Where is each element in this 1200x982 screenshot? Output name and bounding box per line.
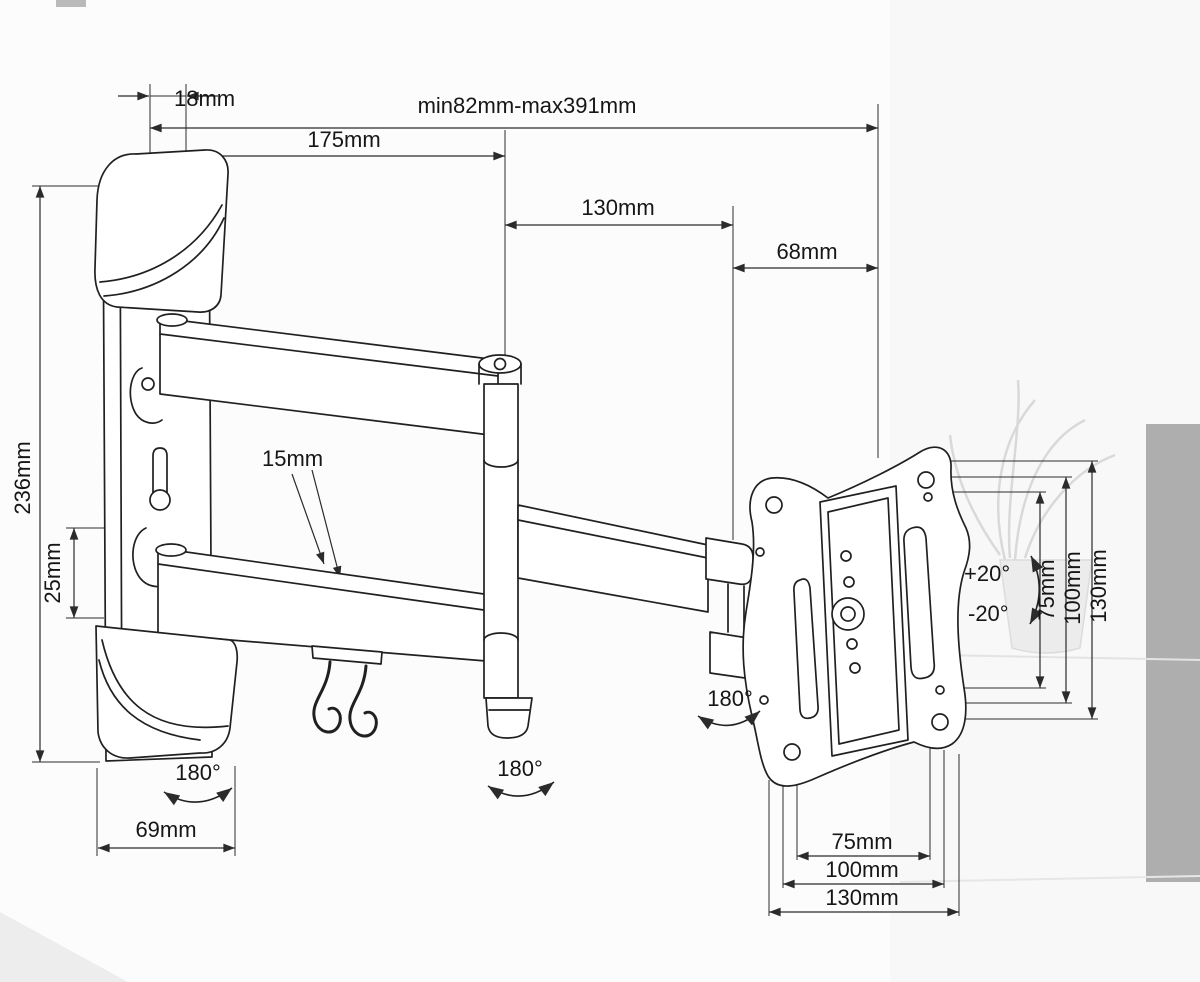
motion-arrows: [163, 555, 1044, 806]
vesa-hole-top-left: [765, 496, 783, 514]
vesa-horiz-75-label: 75mm: [831, 829, 892, 854]
side-slot: [903, 526, 936, 680]
wall-bracket-top-fin: [94, 149, 229, 313]
tilt-down-label: -20°: [968, 601, 1009, 626]
vesa-horiz-130-label: 130mm: [825, 885, 898, 910]
vesa-vert-100-label: 100mm: [1060, 551, 1085, 624]
dim-25mm-label: 25mm: [40, 542, 65, 603]
cable-hooks: [311, 645, 383, 738]
dim-69mm-label: 69mm: [135, 817, 196, 842]
center-post: [478, 354, 533, 739]
dim-236mm-label: 236mm: [10, 441, 35, 514]
wall-shadow-band: [1146, 424, 1200, 882]
upper-head-knuckle: [705, 537, 754, 586]
floor-shade: [0, 912, 128, 982]
vesa-horiz-100-label: 100mm: [825, 857, 898, 882]
plant-leaves: [948, 379, 1116, 561]
swivel-arrow-wall: [163, 787, 233, 806]
vesa-hole-bottom-right: [931, 713, 949, 731]
tilt-arrow: [1029, 555, 1044, 625]
dim-15mm-label: 15mm: [262, 446, 323, 471]
vesa-vert-75-label: 75mm: [1034, 559, 1059, 620]
swivel-wall-label: 180°: [175, 760, 221, 785]
upper-hinge-knuckle: [129, 367, 163, 424]
post-foot: [485, 697, 533, 739]
wall-bracket-bottom-fin: [95, 625, 239, 759]
latch-lever: [793, 578, 819, 720]
swivel-head-label: 180°: [707, 686, 753, 711]
dim-range-label: min82mm-max391mm: [418, 93, 637, 118]
vesa-vert-130-label: 130mm: [1086, 549, 1111, 622]
tilt-up-label: +20°: [964, 561, 1010, 586]
vesa-plate: [742, 446, 971, 787]
head-arm: [517, 504, 760, 680]
dim-175mm-label: 175mm: [307, 127, 380, 152]
dim-18mm-label: 18mm: [174, 86, 235, 111]
dim-68mm-label: 68mm: [776, 239, 837, 264]
vesa-hole-top-right: [917, 471, 935, 489]
dim-130mm-label: 130mm: [581, 195, 654, 220]
vesa-hole-bottom-left: [783, 743, 801, 761]
dimension-lines: [35, 91, 1097, 917]
swivel-mid-label: 180°: [497, 756, 543, 781]
swivel-arrow-mid: [487, 781, 555, 800]
dimension-labels: 18mm 175mm min82mm-max391mm 130mm 68mm 2…: [10, 86, 1111, 910]
swivel-arrow-head: [697, 710, 761, 730]
